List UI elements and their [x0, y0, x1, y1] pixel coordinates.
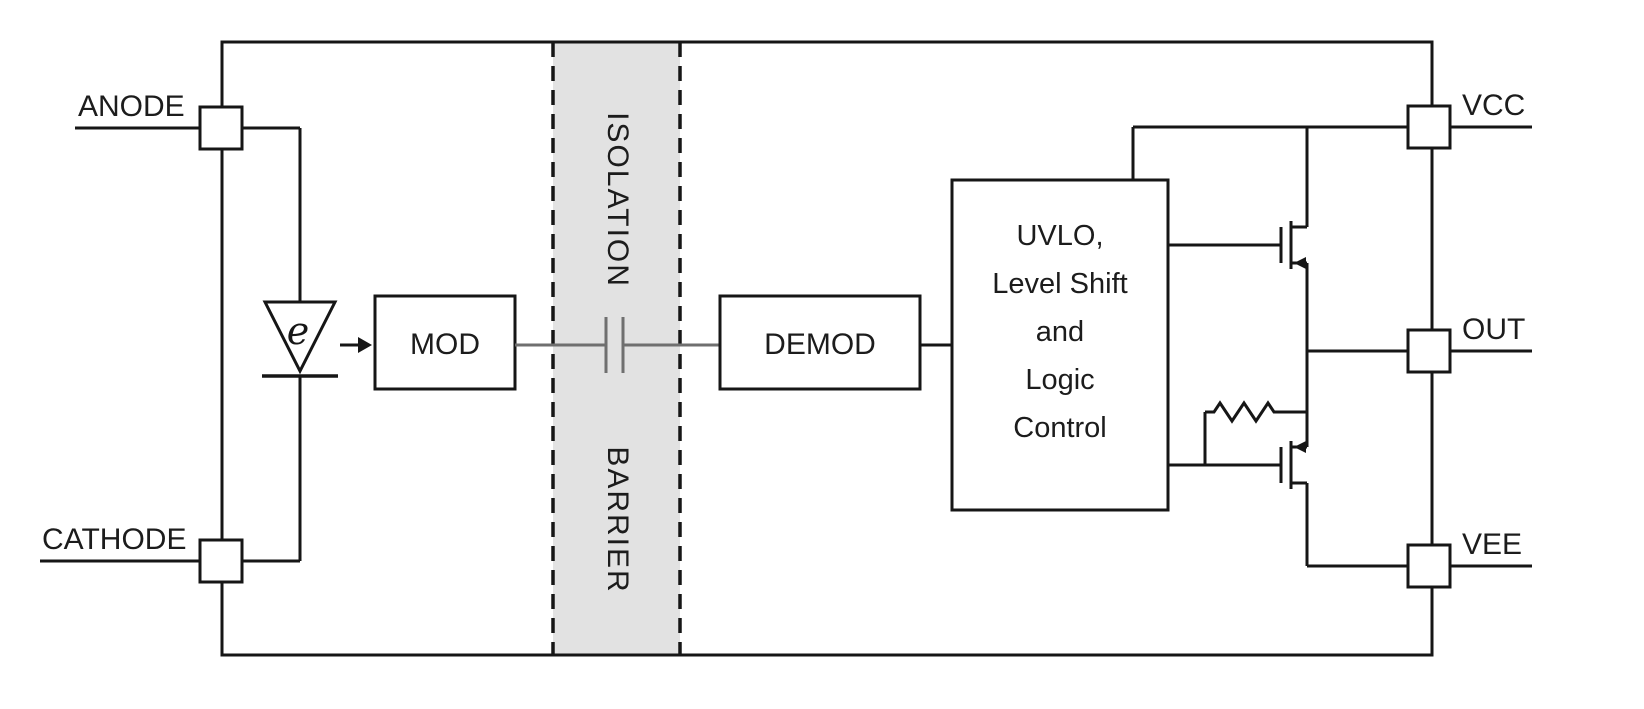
- demod-block: [718, 294, 922, 391]
- uvlo-label-line-3: and: [1036, 316, 1084, 348]
- emitter-arrowhead-icon: [358, 337, 372, 353]
- vcc-pin-label: VCC: [1462, 89, 1525, 122]
- anode-pin: [198, 105, 244, 151]
- vee-pin: [1406, 543, 1452, 589]
- uvlo-label-line-4: Logic: [1025, 364, 1094, 396]
- vee-pin-label: VEE: [1462, 528, 1522, 561]
- resistor-zigzag: [1205, 400, 1307, 424]
- uvlo-label-line-2: Level Shift: [992, 268, 1127, 300]
- isolation-label: ISOLATION: [601, 112, 634, 288]
- demod-block-label: DEMOD: [764, 328, 876, 361]
- gate-resistor: [1203, 400, 1307, 465]
- uvlo-block: [950, 178, 1170, 512]
- out-pin: [1406, 328, 1452, 374]
- mod-block: [373, 294, 517, 391]
- cathode-pin: [198, 538, 244, 584]
- lowside-body-arrow-icon: [1294, 441, 1306, 453]
- mod-block-label: MOD: [410, 328, 480, 361]
- vcc-pin: [1406, 104, 1452, 150]
- high-side-mosfet: [1168, 221, 1307, 269]
- cathode-pin-label: CATHODE: [42, 523, 186, 556]
- emitter-symbol: e: [287, 309, 310, 353]
- low-side-mosfet: [1168, 441, 1307, 489]
- highside-body-arrow-icon: [1294, 257, 1306, 269]
- anode-pin-label: ANODE: [78, 90, 185, 123]
- out-pin-label: OUT: [1462, 313, 1525, 346]
- uvlo-label-line-5: Control: [1013, 412, 1107, 444]
- barrier-label: BARRIER: [601, 446, 634, 593]
- emitter-diode-triangle: [262, 300, 338, 375]
- uvlo-label-line-1: UVLO,: [1016, 220, 1103, 252]
- isolation-band: [553, 42, 680, 655]
